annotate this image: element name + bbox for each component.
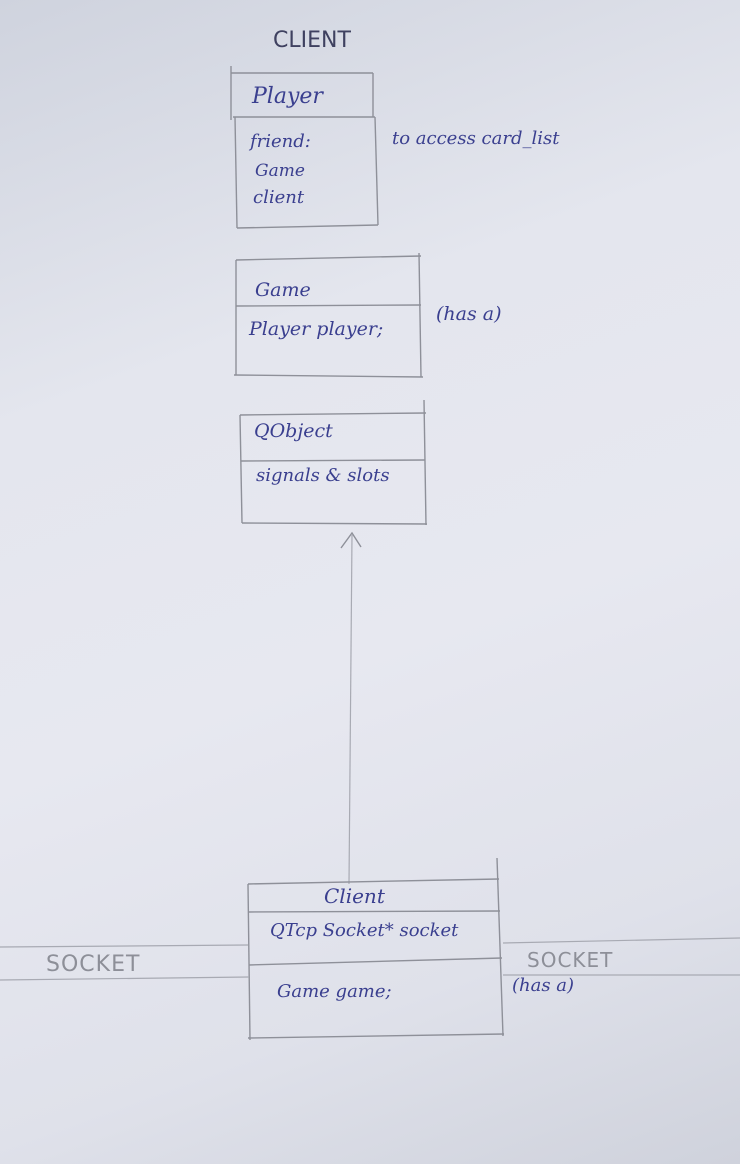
client-class-box <box>247 857 505 1041</box>
player-member-game: Game <box>255 161 305 181</box>
game-member-player: Player player; <box>249 318 384 340</box>
client-member-socket: QTcp Socket* socket <box>270 920 459 941</box>
socket-connection-left <box>0 944 250 981</box>
client-member-game: Game game; <box>277 981 392 1002</box>
player-note: to access card_list <box>392 128 560 149</box>
inheritance-arrow <box>340 531 362 885</box>
qobject-class-name: QObject <box>254 420 333 442</box>
client-class-name: Client <box>324 884 385 908</box>
client-note: (has a) <box>512 975 575 996</box>
socket-connection-right <box>502 937 740 976</box>
player-class-name: Player <box>252 84 323 109</box>
diagram-title: CLIENT <box>273 28 351 53</box>
player-class-box <box>230 66 379 229</box>
socket-label-right: SOCKET <box>527 948 614 972</box>
game-note: (has a) <box>436 303 502 325</box>
socket-label-left: SOCKET <box>46 952 141 977</box>
qobject-member-signals: signals & slots <box>256 465 390 486</box>
game-class-name: Game <box>255 279 311 301</box>
game-class-box <box>233 252 424 378</box>
player-member-client: client <box>253 187 305 208</box>
player-member-friend: friend: <box>250 131 311 152</box>
qobject-class-box <box>239 399 428 526</box>
